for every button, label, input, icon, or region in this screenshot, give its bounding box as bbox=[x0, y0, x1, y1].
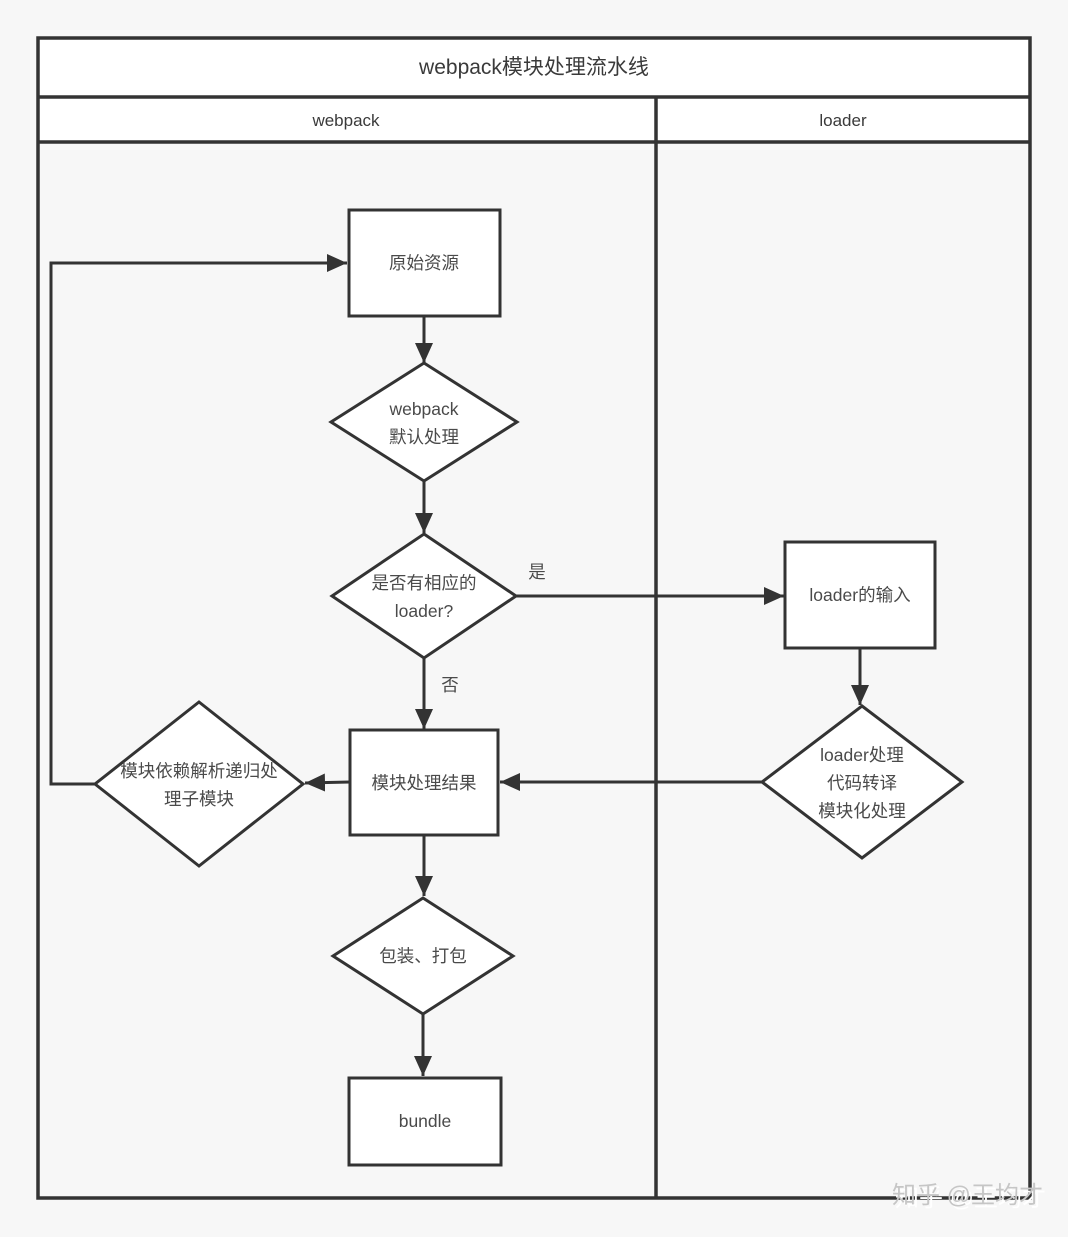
node-bundle-shape bbox=[347, 1076, 503, 1167]
lane-label-webpack: webpack bbox=[311, 111, 380, 130]
lane-label-loader: loader bbox=[819, 111, 867, 130]
edge-result-to-dependency bbox=[304, 773, 351, 792]
node-package: 包装、打包 bbox=[330, 896, 516, 1016]
edge-dependency-loop-to-source bbox=[49, 254, 347, 786]
node-bundle-label: bundle bbox=[399, 1111, 452, 1131]
watermark: 知乎 @王均才 bbox=[892, 1182, 1043, 1209]
node-loader-process-line1: loader处理 bbox=[820, 745, 904, 765]
node-default-process-line2: 默认处理 bbox=[389, 427, 459, 447]
node-loader-process: loader处理 代码转译 模块化处理 bbox=[759, 704, 965, 860]
node-dependency-line1: 模块依赖解析递归处 bbox=[120, 761, 278, 781]
node-default-process: webpack 默认处理 bbox=[328, 361, 520, 483]
diagram-frame bbox=[36, 36, 1032, 1200]
edge-label-no: 否 bbox=[441, 675, 459, 695]
edge-label-yes: 是 bbox=[528, 562, 546, 582]
lane-header-band bbox=[38, 97, 1030, 142]
node-loader-input-shape bbox=[783, 540, 937, 650]
node-package-label: 包装、打包 bbox=[379, 946, 467, 966]
node-has-loader-shape bbox=[329, 532, 519, 660]
node-dependency-shape bbox=[92, 700, 306, 868]
node-dependency: 模块依赖解析递归处 理子模块 bbox=[92, 700, 306, 868]
node-source: 原始资源 bbox=[347, 208, 502, 318]
node-loader-input: loader的输入 bbox=[783, 540, 937, 650]
node-source-shape bbox=[347, 208, 502, 318]
node-loader-process-line3: 模块化处理 bbox=[818, 801, 906, 821]
watermark-shadow: 知乎 @王均才 bbox=[895, 1185, 1046, 1212]
node-has-loader-line2: loader? bbox=[395, 601, 454, 621]
node-loader-process-shape bbox=[759, 704, 965, 860]
node-dependency-line2: 理子模块 bbox=[164, 789, 234, 809]
node-module-result: 模块处理结果 bbox=[348, 728, 500, 837]
node-bundle: bundle bbox=[347, 1076, 503, 1167]
node-module-result-shape bbox=[348, 728, 500, 837]
node-has-loader: 是否有相应的 loader? bbox=[329, 532, 519, 660]
node-package-shape bbox=[330, 896, 516, 1016]
node-module-result-label: 模块处理结果 bbox=[372, 773, 477, 793]
node-has-loader-line1: 是否有相应的 bbox=[372, 573, 477, 593]
node-loader-process-line2: 代码转译 bbox=[827, 773, 897, 793]
diagram-title: webpack模块处理流水线 bbox=[418, 56, 649, 79]
node-default-process-line1: webpack bbox=[388, 399, 458, 419]
title-band bbox=[38, 38, 1030, 97]
node-loader-input-label: loader的输入 bbox=[809, 585, 910, 605]
node-default-process-shape bbox=[328, 361, 520, 483]
node-source-label: 原始资源 bbox=[389, 253, 459, 273]
